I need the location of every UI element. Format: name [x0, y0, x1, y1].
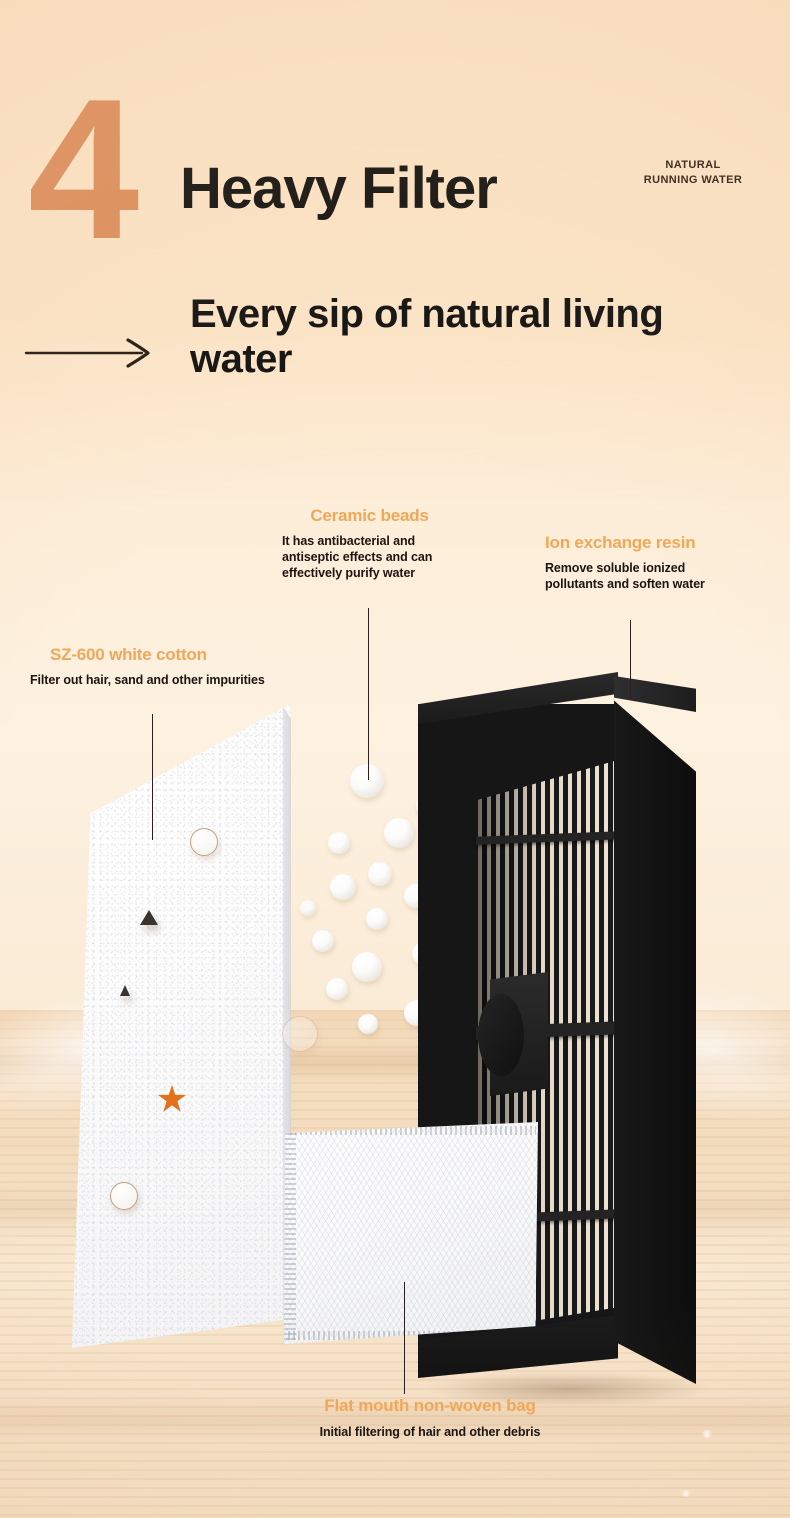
debris-sand-particle: [120, 985, 130, 996]
filter-side-panel: [614, 700, 696, 1384]
callout-description: Initial filtering of hair and other debr…: [319, 1425, 541, 1439]
ceramic-bead: [352, 952, 382, 982]
bag-top-seam: [290, 1126, 537, 1135]
ceramic-bead: [300, 900, 316, 916]
leader-line-resin: [630, 620, 631, 700]
callout-title: Ceramic beads: [310, 506, 429, 525]
non-woven-bag: [284, 1122, 538, 1344]
ceramic-bead: [358, 1014, 378, 1034]
floor-highlight: [700, 1430, 714, 1438]
filter-handle-knob: [478, 994, 524, 1076]
debris-ring-particle: [110, 1182, 138, 1210]
ceramic-bead: [366, 908, 388, 930]
callout-ceramic-beads: Ceramic beads It has antibacterial and a…: [282, 506, 472, 581]
step-number: 4: [28, 58, 139, 281]
kicker-text: NATURAL RUNNING WATER: [618, 158, 768, 188]
callout-ion-exchange-resin: Ion exchange resin Remove soluble ionize…: [545, 533, 745, 592]
ceramic-bead: [326, 978, 348, 1000]
filter-side-top-bevel: [614, 676, 696, 712]
callout-title: Flat mouth non-woven bag: [324, 1396, 536, 1415]
background-top-panel: [0, 0, 790, 520]
callout-sz-600-white-cotton: SZ-600 white cotton Filter out hair, san…: [30, 645, 265, 688]
filter-drop-shadow: [428, 1372, 708, 1406]
ceramic-bead: [330, 874, 356, 900]
non-woven-bag-texture: [284, 1122, 538, 1344]
ceramic-bead: [368, 862, 392, 886]
cotton-texture: [72, 704, 290, 1348]
right-arrow-icon: [24, 338, 150, 368]
debris-ring-particle: [190, 828, 218, 856]
callout-description: Filter out hair, sand and other impuriti…: [30, 673, 265, 687]
page-subtitle: Every sip of natural living water: [190, 292, 664, 381]
callout-title: SZ-600 white cotton: [50, 645, 207, 664]
bag-left-seam: [284, 1128, 296, 1342]
debris-ring-particle: [282, 1016, 318, 1052]
leader-line-beads: [368, 608, 369, 780]
leader-line-cotton: [152, 714, 153, 840]
callout-flat-mouth-non-woven-bag: Flat mouth non-woven bag Initial filteri…: [250, 1396, 610, 1440]
ceramic-bead: [384, 818, 414, 848]
ceramic-bead: [328, 832, 350, 854]
callout-description: It has antibacterial and antiseptic effe…: [282, 534, 433, 580]
ceramic-bead: [312, 930, 334, 952]
ceramic-bead: [350, 764, 384, 798]
page-title: Heavy Filter: [180, 156, 498, 221]
floor-highlight: [680, 1490, 692, 1497]
callout-description: Remove soluble ionized pollutants and so…: [545, 561, 705, 591]
white-cotton-pad: [72, 704, 290, 1348]
callout-title: Ion exchange resin: [545, 533, 696, 552]
debris-sand-particle: [140, 910, 158, 925]
kicker-line-1: NATURAL: [665, 159, 721, 171]
kicker-line-2: RUNNING WATER: [643, 173, 743, 186]
leader-line-bag: [404, 1282, 405, 1394]
